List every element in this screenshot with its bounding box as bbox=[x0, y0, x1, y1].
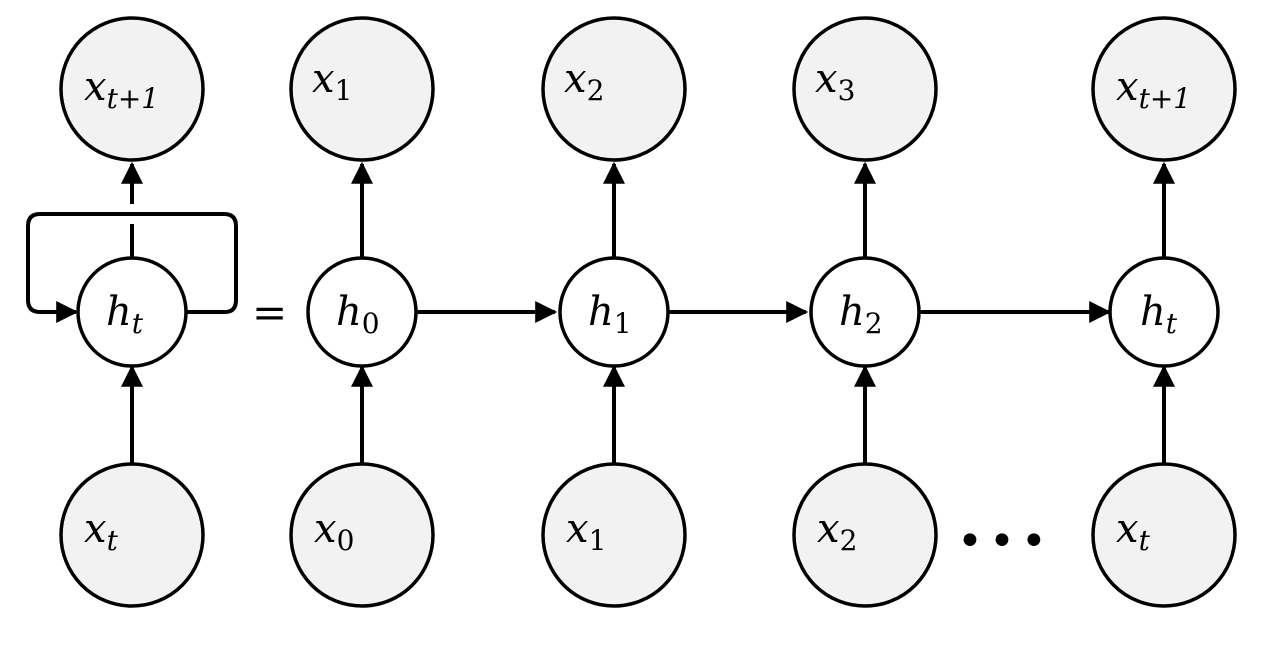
hidden-node-t bbox=[1108, 256, 1220, 368]
hidden-node-1 bbox=[558, 256, 670, 368]
input-node-2 bbox=[792, 462, 938, 608]
input-label-2: x2 bbox=[817, 506, 857, 557]
hidden-node-0 bbox=[306, 256, 418, 368]
hidden-label-2: h2 bbox=[839, 289, 883, 340]
output-node-2 bbox=[792, 16, 938, 162]
input-label-t: xt bbox=[1116, 506, 1151, 557]
hidden-label-0: h0 bbox=[336, 289, 380, 340]
unrolled-step-t: xt+1 ht xt bbox=[1091, 16, 1237, 608]
unrolled-rnn: x1 h0 x0 x2 h1 x1 bbox=[289, 16, 1237, 608]
hidden-label-t: ht bbox=[1140, 289, 1178, 340]
output-node-1 bbox=[541, 16, 687, 162]
output-label-0: x1 bbox=[312, 56, 352, 107]
hidden-node-2 bbox=[809, 256, 921, 368]
folded-hidden-label: ht bbox=[106, 289, 144, 340]
recurrent-loop-edge bbox=[26, 212, 238, 323]
input-node-0 bbox=[289, 462, 435, 608]
input-node-1 bbox=[541, 462, 687, 608]
unrolled-step-2: x3 h2 x2 bbox=[792, 16, 938, 608]
output-node-0 bbox=[289, 16, 435, 162]
sequence-ellipsis: ••• bbox=[957, 516, 1053, 567]
folded-hidden-node bbox=[76, 256, 188, 368]
folded-input-node bbox=[59, 462, 205, 608]
input-label-1: x1 bbox=[566, 506, 606, 557]
unrolled-step-1: x2 h1 x1 bbox=[541, 16, 687, 608]
hidden-label-1: h1 bbox=[588, 289, 632, 340]
equals-sign: = bbox=[252, 288, 287, 337]
folded-output-node bbox=[59, 16, 205, 162]
output-label-t: xt+1 bbox=[1116, 64, 1191, 115]
input-label-0: x0 bbox=[314, 506, 354, 557]
folded-input-label: xt bbox=[84, 506, 119, 557]
folded-output-label: xt+1 bbox=[84, 64, 159, 115]
unrolled-step-0: x1 h0 x0 bbox=[289, 16, 435, 608]
output-label-1: x2 bbox=[564, 56, 604, 107]
folded-rnn: xt+1 ht xt bbox=[26, 16, 238, 608]
output-node-t bbox=[1091, 16, 1237, 162]
input-node-t bbox=[1091, 462, 1237, 608]
output-label-2: x3 bbox=[815, 56, 855, 107]
